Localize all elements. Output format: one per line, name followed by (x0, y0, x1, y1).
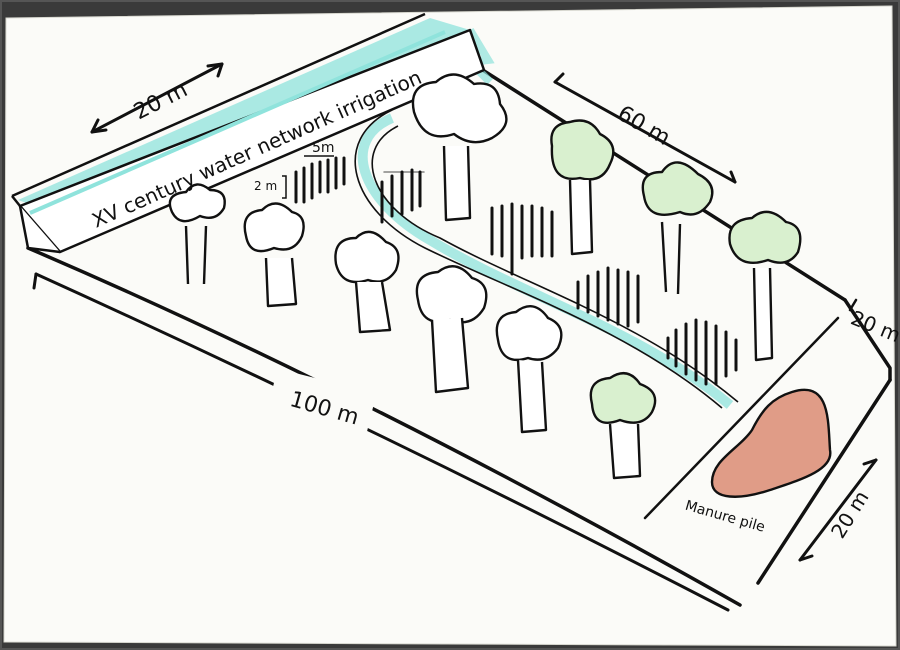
stream (354, 109, 739, 409)
tree (728, 210, 802, 362)
crop-row-group (576, 266, 640, 328)
tree (334, 230, 400, 334)
tree (243, 202, 305, 308)
tree (641, 161, 714, 295)
label-row-spacing: 5m (312, 140, 335, 156)
crop-row-group (666, 318, 738, 386)
crop-row-group (380, 168, 422, 224)
manure-pile (710, 388, 832, 498)
crop-rows (294, 156, 738, 386)
tree (415, 265, 488, 394)
manure-enclosure (643, 316, 840, 520)
irrigation-channel (11, 12, 495, 254)
label-backing (265, 368, 377, 442)
tree (589, 372, 657, 480)
dimension-width-top (90, 62, 224, 134)
row-height-marker (282, 175, 287, 199)
label-row-height: 2 m (254, 179, 277, 193)
tree (495, 305, 563, 434)
dimension-length-bottom (32, 272, 730, 612)
tree (411, 73, 508, 222)
dimension-length-top-right (553, 72, 737, 184)
tree (550, 119, 615, 256)
dimension-width-right (848, 298, 858, 312)
crop-row-group (294, 156, 346, 204)
trees (168, 73, 802, 480)
crop-row-group (490, 202, 554, 276)
dimension-depth-bottom-right (798, 458, 878, 562)
tree (168, 183, 226, 285)
